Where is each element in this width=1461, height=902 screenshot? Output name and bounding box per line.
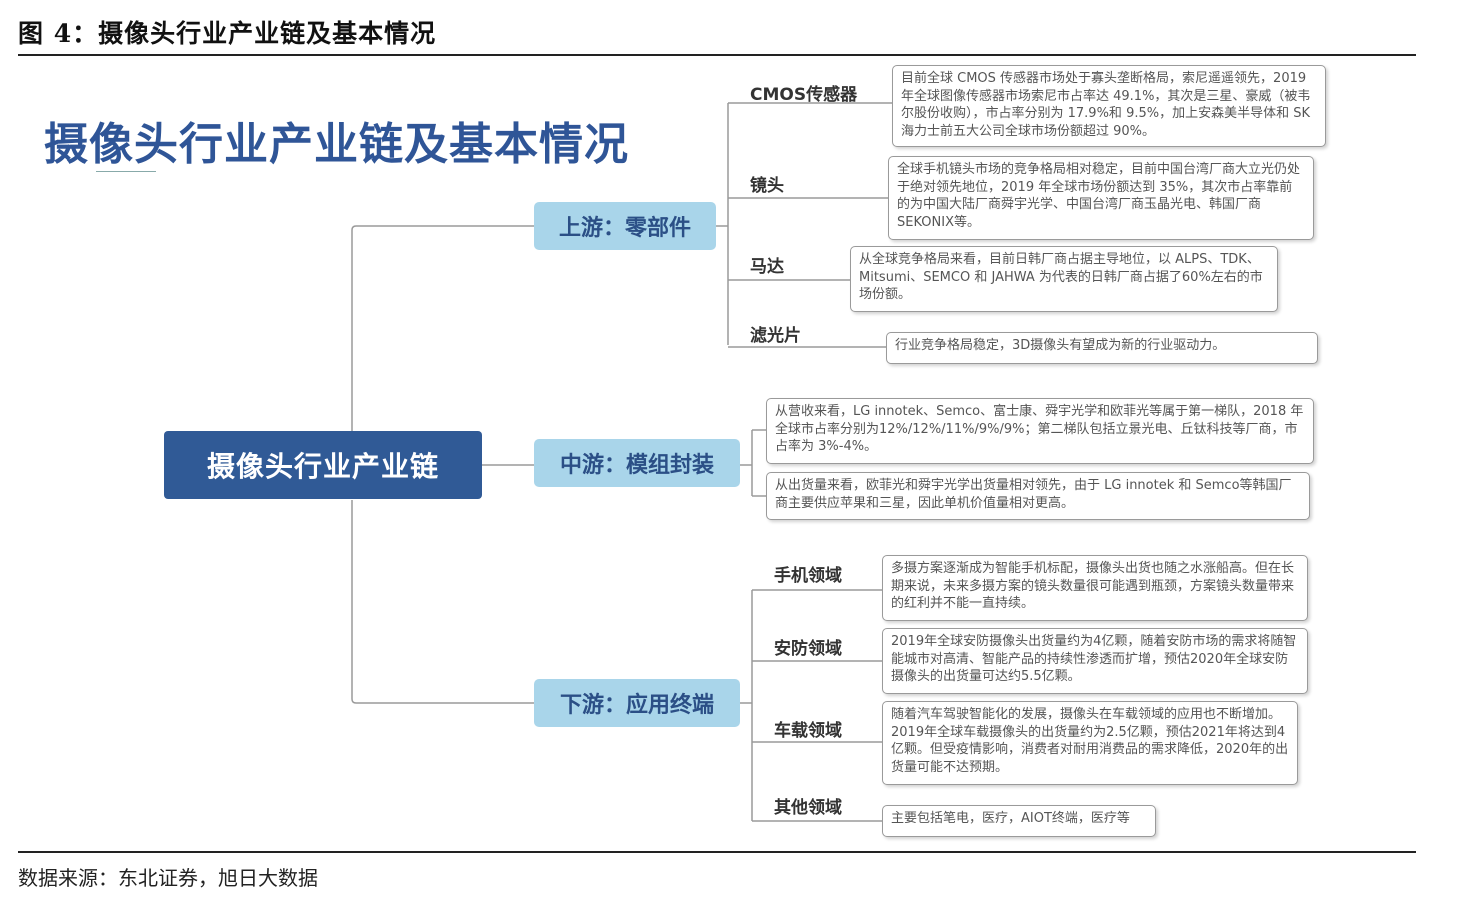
mid-trunk	[740, 430, 753, 496]
upstream-node: 上游：零部件	[534, 202, 716, 250]
downstream-node: 下游：应用终端	[534, 679, 740, 727]
label-cmos: CMOS传感器	[750, 85, 858, 105]
box-motor: 从全球竞争格局来看，目前日韩厂商占据主导地位，以 ALPS、TDK、Mitsum…	[850, 246, 1278, 312]
box-security: 2019年全球安防摄像头出货量约为4亿颗，随着安防市场的需求将随智能城市对高清、…	[882, 628, 1308, 694]
root-trunk	[351, 225, 534, 431]
source-note: 数据来源：东北证券，旭日大数据	[18, 866, 318, 890]
midstream-node: 中游：模组封装	[534, 439, 740, 487]
figure-title: 图 4：摄像头行业产业链及基本情况	[18, 19, 437, 48]
up-trunk	[716, 103, 729, 345]
box-cmos: 目前全球 CMOS 传感器市场处于寡头垄断格局，索尼遥遥领先，2019 年全球图…	[892, 65, 1326, 147]
label-other: 其他领域	[774, 798, 842, 818]
label-phone: 手机领域	[774, 566, 842, 586]
label-car: 车载领域	[774, 721, 842, 741]
label-security: 安防领域	[774, 639, 842, 659]
box-filter: 行业竞争格局稳定，3D摄像头有望成为新的行业驱动力。	[886, 332, 1318, 364]
box-phone: 多摄方案逐渐成为智能手机标配，摄像头出货也随之水涨船高。但在长期来说，未来多摄方…	[882, 555, 1308, 621]
box-lens: 全球手机镜头市场的竞争格局相对稳定，目前中国台湾厂商大立光仍处于绝对领先地位，2…	[888, 156, 1314, 240]
title-underline	[96, 171, 156, 172]
bottom-rule	[18, 851, 1416, 853]
top-rule	[18, 54, 1416, 56]
box-mid-revenue: 从营收来看，LG innotek、Semco、富士康、舜宇光学和欧菲光等属于第一…	[766, 398, 1314, 464]
main-title: 摄像头行业产业链及基本情况	[44, 119, 629, 170]
root-node: 摄像头行业产业链	[164, 431, 482, 499]
box-mid-shipment: 从出货量来看，欧菲光和舜宇光学出货量相对领先，由于 LG innotek 和 S…	[766, 472, 1310, 520]
label-lens: 镜头	[750, 176, 784, 196]
down-trunk	[740, 590, 753, 821]
label-filter: 滤光片	[750, 326, 801, 346]
box-car: 随着汽车驾驶智能化的发展，摄像头在车载领域的应用也不断增加。2019年全球车载摄…	[882, 701, 1298, 785]
root-down-link	[351, 500, 534, 704]
label-motor: 马达	[750, 257, 784, 277]
box-other: 主要包括笔电，医疗，AIOT终端，医疗等	[882, 805, 1156, 837]
